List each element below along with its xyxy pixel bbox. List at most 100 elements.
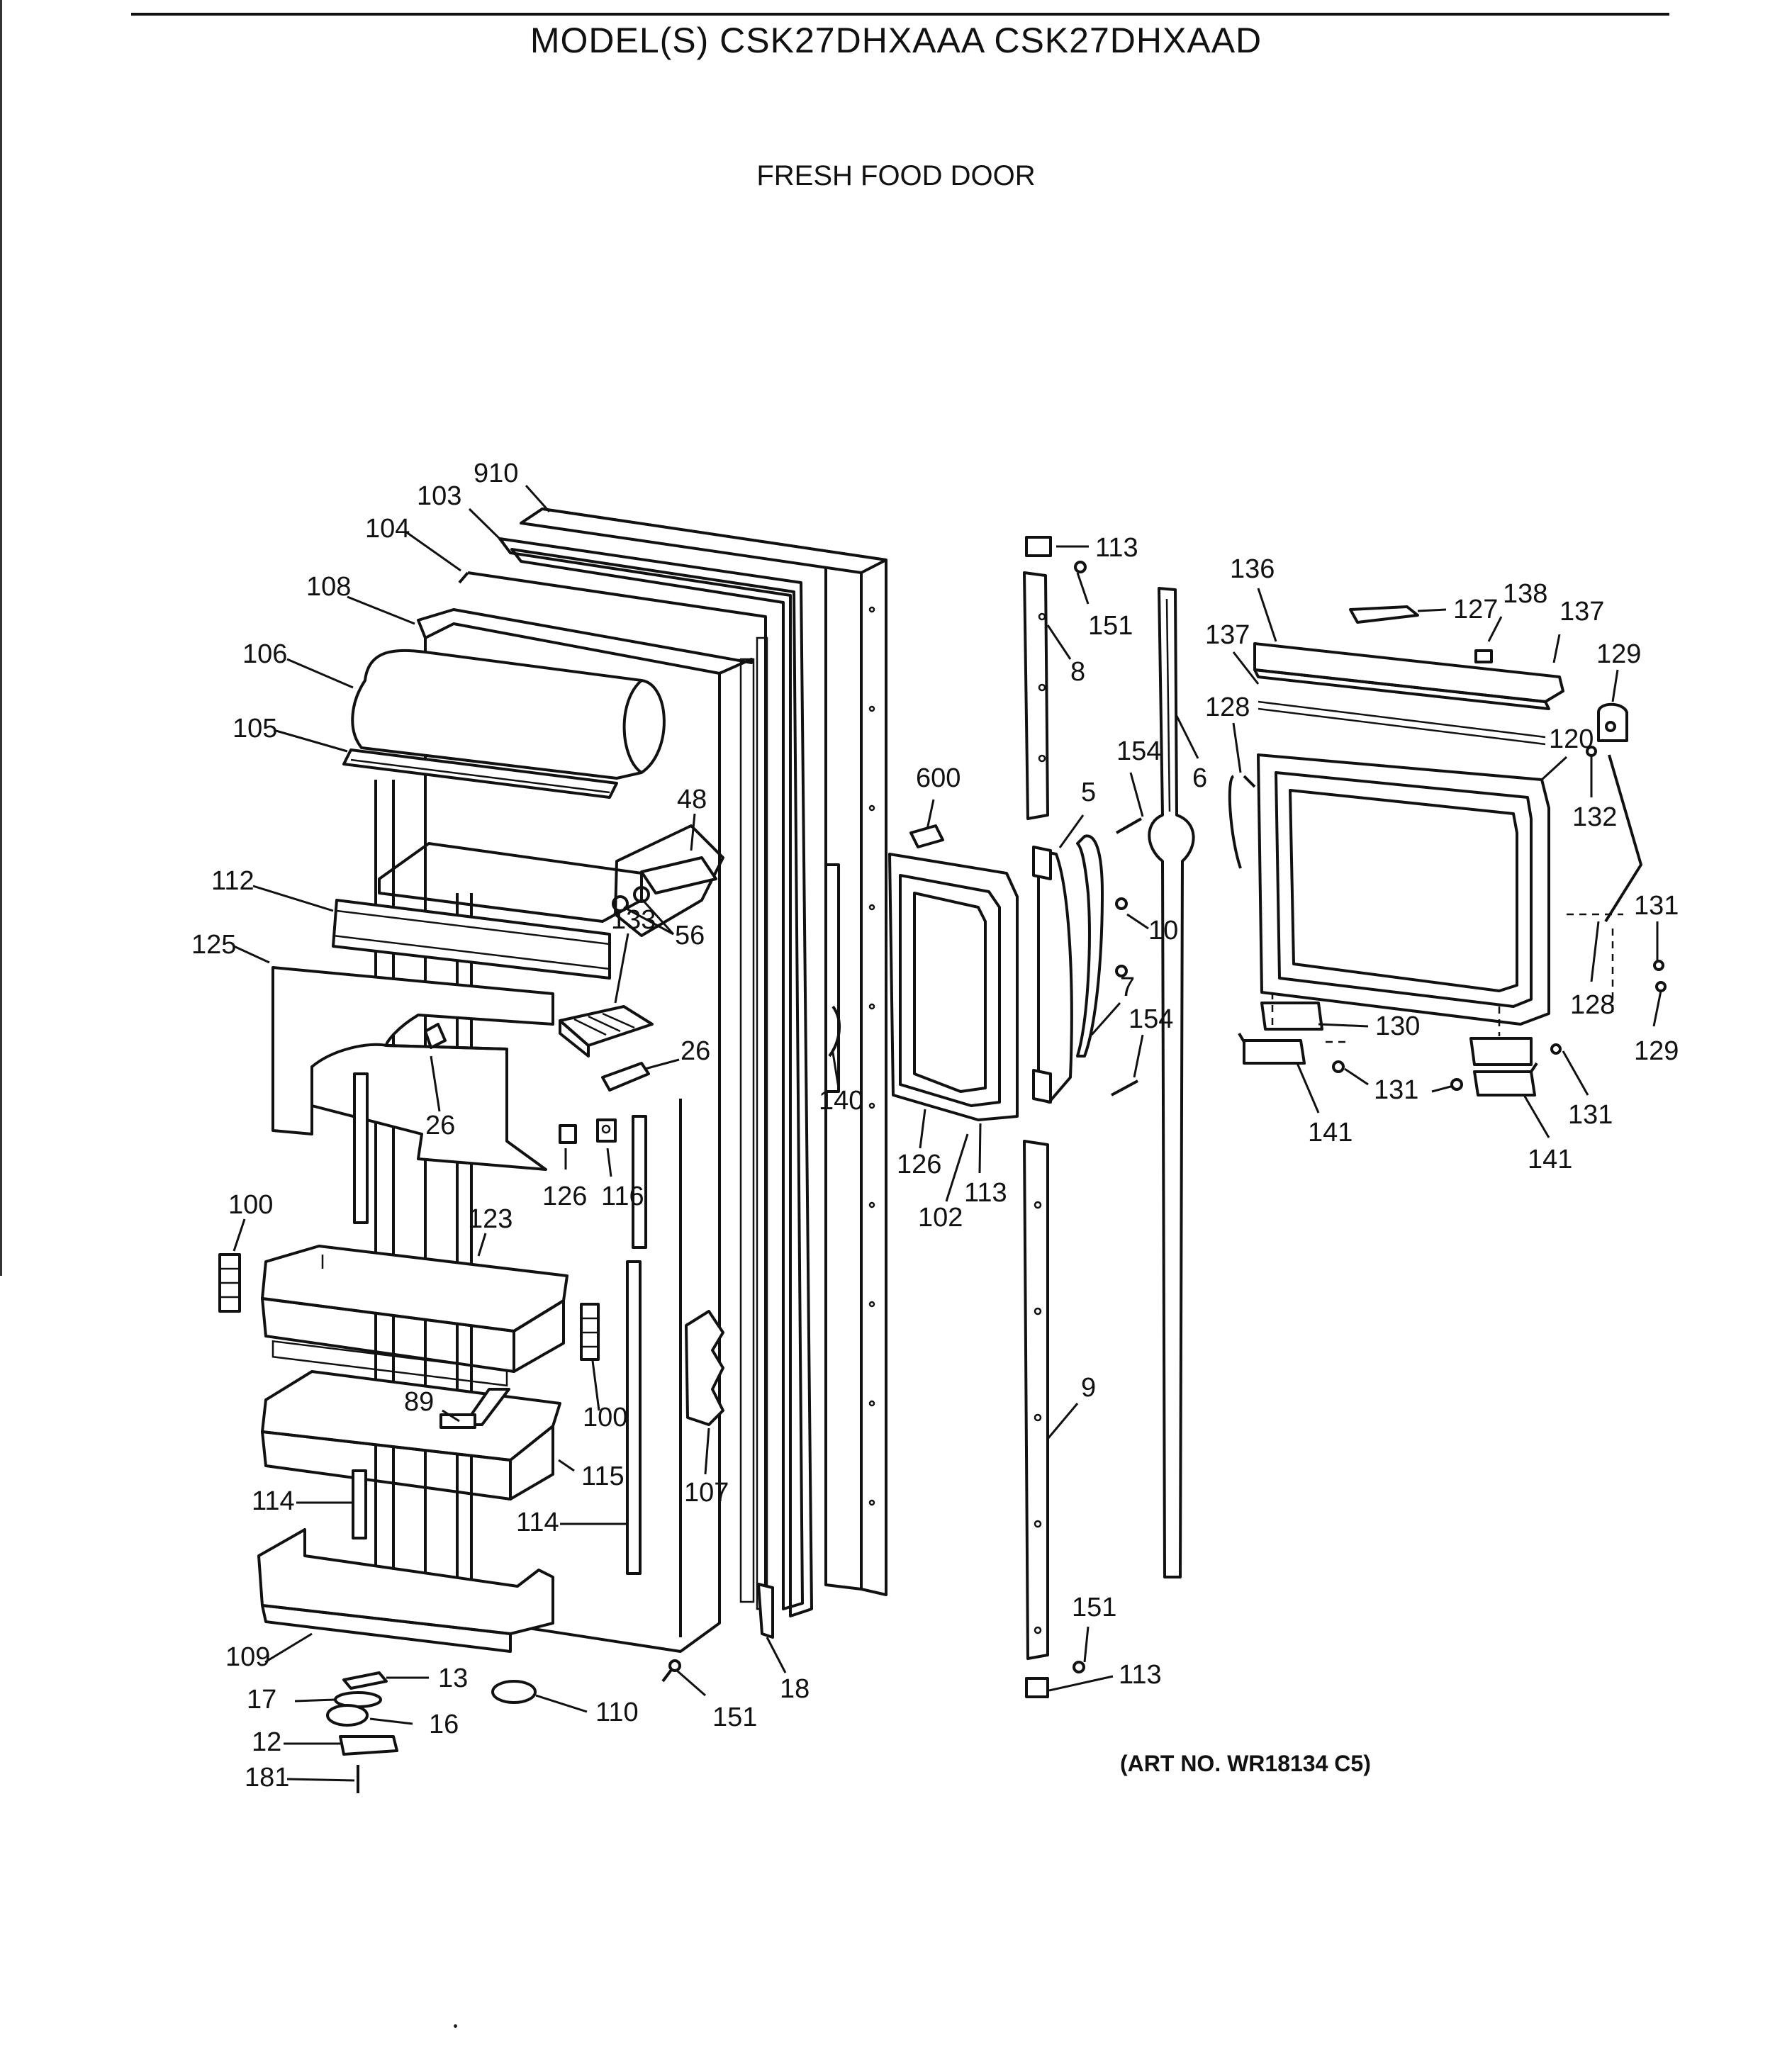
- callout: 123: [468, 1204, 513, 1234]
- callout: 5: [1081, 778, 1096, 807]
- door-rail-lower: [1023, 1140, 1049, 1698]
- callout: 141: [1528, 1145, 1572, 1174]
- callout: 108: [306, 572, 351, 602]
- callout: 128: [1570, 990, 1615, 1020]
- shelf-bar: [332, 899, 611, 980]
- callout: 133: [611, 905, 656, 935]
- shelf-support-strips: [352, 1072, 647, 1575]
- door-bin-middle: [261, 1370, 561, 1501]
- egg-tray: [559, 1005, 654, 1058]
- callout: 154: [1116, 736, 1161, 766]
- callout: 141: [1308, 1118, 1353, 1148]
- callout: 127: [1453, 595, 1498, 624]
- callout: 131: [1634, 891, 1679, 921]
- door-cover-panel: [271, 966, 554, 1171]
- hinge-hardware-stack: [326, 1659, 681, 1793]
- callout: 130: [1375, 1011, 1420, 1041]
- callout: 109: [225, 1642, 270, 1672]
- dairy-hinge-bracket: [612, 824, 724, 937]
- callout: 128: [1205, 692, 1250, 722]
- leader-lines: [233, 485, 1662, 1782]
- callout: 151: [1088, 611, 1133, 641]
- callout: 137: [1205, 620, 1250, 650]
- callout: 8: [1070, 657, 1085, 687]
- door-bin-upper: [261, 1245, 569, 1387]
- callout: 16: [429, 1710, 459, 1739]
- scan-speck: [454, 2024, 457, 2028]
- callout: 140: [819, 1086, 863, 1116]
- callout: 113: [1119, 1660, 1162, 1690]
- model-title: MODEL(S) CSK27DHXAAA CSK27DHXAAD: [530, 21, 1262, 60]
- dispenser-door-assembly: [1228, 605, 1642, 1026]
- art-number: (ART NO. WR18134 C5): [1120, 1751, 1371, 1776]
- top-rule: [131, 13, 1669, 16]
- callout: 132: [1572, 802, 1617, 832]
- clip-parts: [424, 1023, 650, 1144]
- callout: 10: [1148, 916, 1178, 946]
- channel-107: [685, 1310, 724, 1426]
- door-gasket-frame: [458, 537, 813, 1617]
- callout: 12: [252, 1727, 281, 1757]
- callout: 17: [247, 1685, 276, 1715]
- callout: 600: [916, 763, 961, 793]
- callout: 6: [1192, 763, 1207, 793]
- door-gasket-strip: [1148, 587, 1195, 1578]
- shelf-assembly-rail: [757, 1583, 774, 1639]
- callout: 115: [581, 1462, 625, 1491]
- callout: 104: [365, 514, 410, 544]
- callout: 126: [542, 1182, 587, 1211]
- callout: 110: [595, 1698, 639, 1727]
- callout: 151: [1072, 1593, 1116, 1622]
- callout: 105: [233, 714, 277, 744]
- callout: 137: [1559, 597, 1604, 627]
- callout-labels: 910 103 104 108 10 6 105 48 56 112 133 12…: [191, 459, 1679, 1793]
- callout: 138: [1503, 579, 1547, 609]
- callout: 26: [681, 1036, 710, 1066]
- callout: 131: [1568, 1100, 1613, 1130]
- callout: 89: [404, 1387, 434, 1417]
- shelf-retainer-left: [218, 1253, 241, 1313]
- callout: 112: [211, 866, 254, 896]
- callout: 113: [1095, 533, 1138, 563]
- callout: 56: [675, 921, 705, 950]
- callout: 103: [417, 481, 461, 511]
- screws: [1073, 561, 1142, 1673]
- callout: 151: [712, 1703, 757, 1732]
- callout: 126: [897, 1150, 941, 1179]
- callout: 100: [583, 1403, 627, 1432]
- callout: 154: [1129, 1004, 1173, 1034]
- outer-door-panel: [520, 507, 887, 1596]
- callout: 129: [1596, 639, 1641, 669]
- callout: 7: [1120, 972, 1135, 1002]
- callout: 114: [252, 1486, 295, 1516]
- shelf-retainer-right: [580, 1303, 600, 1361]
- callout: 120: [1549, 724, 1594, 754]
- callout: 125: [191, 930, 236, 960]
- door-handle: [1032, 834, 1104, 1104]
- door-bin-lower: [257, 1528, 554, 1653]
- callout: 129: [1634, 1036, 1679, 1066]
- callout: 136: [1230, 554, 1275, 584]
- lower-hinge-plates: [1238, 746, 1667, 1096]
- callout: 181: [245, 1763, 289, 1793]
- dispenser-frame: [824, 824, 1019, 1121]
- dairy-door: [342, 649, 666, 799]
- callout: 13: [438, 1664, 468, 1693]
- callout: 107: [684, 1478, 729, 1508]
- callout: 102: [918, 1203, 963, 1233]
- section-title: FRESH FOOD DOOR: [756, 160, 1036, 191]
- callout: 910: [474, 459, 518, 488]
- callout: 131: [1374, 1075, 1418, 1105]
- callout: 116: [601, 1182, 644, 1211]
- callout: 114: [516, 1508, 559, 1537]
- callout: 100: [228, 1190, 273, 1220]
- scan-edge: [0, 0, 2, 1276]
- door-rail-upper: [1023, 536, 1052, 820]
- callout: 48: [677, 785, 707, 814]
- callout: 9: [1081, 1373, 1096, 1403]
- callout: 26: [425, 1111, 455, 1140]
- callout: 113: [964, 1178, 1007, 1208]
- callout: 18: [780, 1674, 810, 1704]
